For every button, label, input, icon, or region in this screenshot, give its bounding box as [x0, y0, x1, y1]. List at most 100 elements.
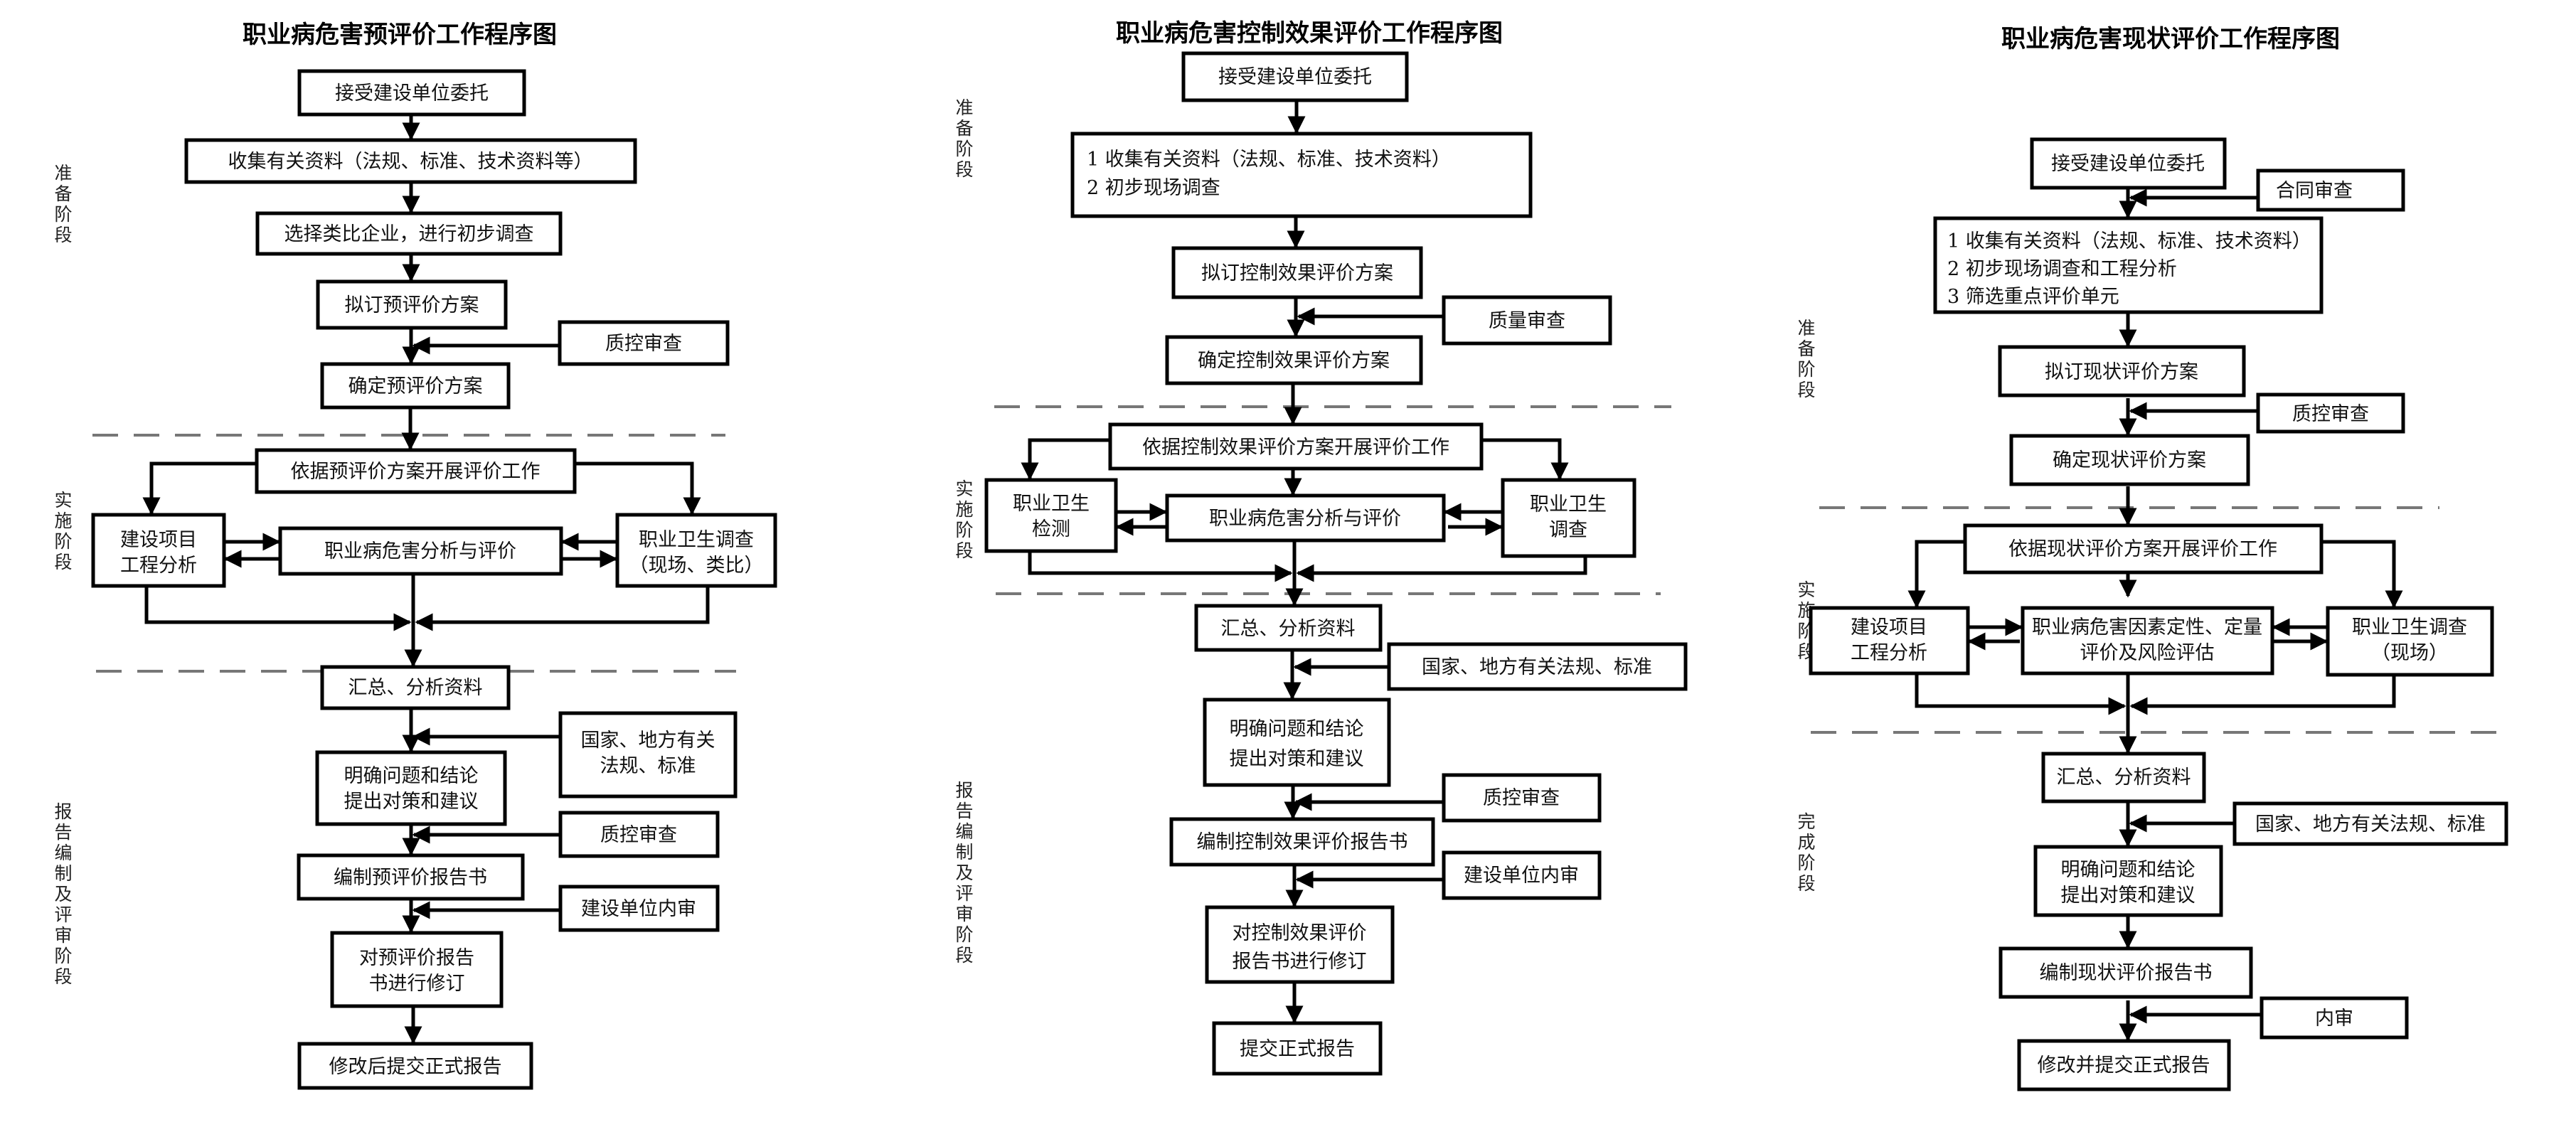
svg-text:质控审查: 质控审查: [2292, 403, 2369, 425]
stage-label-char: 及: [54, 884, 72, 904]
box-text-line: 报告书进行修订: [1233, 951, 1367, 973]
box-text-line: 对控制效果评价: [1233, 922, 1367, 944]
stage-label-char: 阶: [54, 204, 72, 225]
svg-text:建设单位内审: 建设单位内审: [581, 898, 696, 920]
stage-label-char: 段: [955, 945, 973, 966]
step-submit-report: 提交正式报告: [1212, 1021, 1383, 1076]
stage-label-char: 段: [54, 552, 72, 572]
stage-label-char: 制: [54, 863, 72, 884]
step-revise-report: 对预评价报告书进行修订: [330, 931, 504, 1008]
svg-text:收集有关资料（法规、标准、技术资料等）: 收集有关资料（法规、标准、技术资料等）: [228, 151, 593, 173]
step-internal-review: 内审: [2260, 996, 2409, 1040]
svg-text:修改后提交正式报告: 修改后提交正式报告: [329, 1056, 502, 1078]
svg-text:职业卫生检测: 职业卫生检测: [1013, 493, 1090, 540]
step-internal-review: 建设单位内审: [558, 885, 720, 932]
stage-label-char: 阶: [1797, 359, 1815, 380]
box-text-line: 法规、标准: [600, 755, 696, 777]
box-text-line: 调查: [1549, 519, 1587, 541]
box-text-line: 提出对策和建议: [1230, 748, 1364, 770]
arrow-branch-right: [575, 461, 701, 516]
step-quality-review: 质量审查: [1442, 295, 1612, 346]
step-hygiene-survey: 职业卫生调查（现场）: [2326, 606, 2494, 677]
stage-label-char: 告: [955, 801, 973, 821]
step-qc-review: 质控审查: [558, 320, 730, 366]
stage-label-char: 段: [54, 225, 72, 245]
box-text-line: 工程分析: [120, 555, 197, 577]
svg-text:国家、地方有关法规、标准: 国家、地方有关法规、标准: [581, 730, 715, 777]
svg-text:职业卫生调查: 职业卫生调查: [1530, 493, 1607, 541]
svg-text:接受建设单位委托: 接受建设单位委托: [1218, 66, 1372, 88]
step-compile-report: 编制现状评价报告书: [1998, 946, 2253, 999]
stage-label-char: 报: [955, 780, 973, 801]
stage-label-char: 报: [54, 801, 72, 822]
step-qc-review: 质控审查: [558, 811, 720, 858]
svg-text:职业病危害因素定性、定量评价及风险评估: 职业病危害因素定性、定量评价及风险评估: [2032, 616, 2262, 664]
stage-label-report: 报告编制及评审阶段: [955, 780, 973, 966]
step-summarize-data: 汇总、分析资料: [320, 665, 511, 710]
stage-label-char: 评: [955, 883, 973, 904]
svg-text:明确问题和结论提出对策和建议: 明确问题和结论提出对策和建议: [1230, 718, 1364, 770]
svg-text:职业病危害分析与评价: 职业病危害分析与评价: [1209, 508, 1401, 530]
svg-text:拟订控制效果评价方案: 拟订控制效果评价方案: [1201, 262, 1393, 284]
svg-text:依据现状评价方案开展评价工作: 依据现状评价方案开展评价工作: [2008, 538, 2277, 560]
arrow-merge-right: [2129, 675, 2396, 715]
stage-label-char: 审: [54, 925, 72, 946]
arrow-merge-right: [1296, 556, 1587, 582]
box-text-line: 2 初步现场调查和工程分析: [1947, 258, 2177, 280]
step-hazard-analysis: 职业病危害分析与评价: [278, 526, 563, 576]
box-text-line: 职业卫生调查: [2352, 616, 2467, 639]
box-text-line: 书进行修订: [369, 973, 465, 995]
step-draft-plan: 拟订预评价方案: [316, 279, 508, 330]
stage-label-prepare: 准备阶段: [1797, 318, 1815, 400]
svg-text:确定预评价方案: 确定预评价方案: [348, 375, 483, 397]
box-text-line: 1 收集有关资料（法规、标准、技术资料）: [1947, 230, 2311, 252]
stage-label-char: 制: [955, 842, 973, 862]
arrow-merge-left: [144, 586, 412, 631]
step-compile-report: 编制控制效果评价报告书: [1169, 817, 1435, 867]
stage-label-report: 报告编制及评审阶段: [54, 801, 72, 987]
step-submit-report: 修改并提交正式报告: [2017, 1039, 2231, 1091]
svg-text:职业卫生调查（现场）: 职业卫生调查（现场）: [2352, 616, 2467, 664]
svg-text:职业卫生调查（现场、类比）: 职业卫生调查（现场、类比）: [629, 529, 764, 577]
svg-text:对控制效果评价报告书进行修订: 对控制效果评价报告书进行修订: [1233, 922, 1367, 973]
stage-label-char: 成: [1797, 832, 1815, 853]
stage-label-char: 实: [1797, 579, 1815, 600]
box-text-line: 明确问题和结论: [1230, 718, 1364, 740]
box-text-line: 明确问题和结论: [344, 765, 479, 787]
chart-title: 职业病危害现状评价工作程序图: [2001, 25, 2340, 53]
stage-label-char: 准: [955, 97, 973, 118]
svg-text:接受建设单位委托: 接受建设单位委托: [335, 82, 489, 105]
svg-text:国家、地方有关法规、标准: 国家、地方有关法规、标准: [1422, 656, 1652, 678]
step-draft-plan: 拟订控制效果评价方案: [1171, 246, 1423, 299]
chart-title: 职业病危害控制效果评价工作程序图: [1116, 19, 1503, 48]
svg-text:修改并提交正式报告: 修改并提交正式报告: [2038, 1054, 2210, 1077]
svg-text:质量审查: 质量审查: [1489, 310, 1565, 332]
step-execute-evaluation: 依据控制效果评价方案开展评价工作: [1108, 422, 1484, 471]
stage-label-char: 备: [955, 118, 973, 139]
svg-text:1 收集有关资料（法规、标准、技术资料）2 初步现场调查: 1 收集有关资料（法规、标准、技术资料）2 初步现场调查: [1087, 149, 1451, 199]
svg-text:拟订预评价方案: 拟订预评价方案: [345, 294, 479, 316]
chart-status-evaluation: 职业病危害现状评价工作程序图 准备阶段 实施阶段 完成阶段 接受建设单位委托 合…: [1797, 25, 2511, 1091]
chart-control-effect-evaluation: 职业病危害控制效果评价工作程序图 准备阶段 实施阶段 报告编制及评审阶段 接受建…: [955, 19, 1688, 1076]
svg-text:质控审查: 质控审查: [605, 333, 682, 355]
svg-text:汇总、分析资料: 汇总、分析资料: [2057, 767, 2191, 789]
stage-label-char: 阶: [54, 531, 72, 552]
arrow-merge-left: [1028, 551, 1293, 582]
step-conclusions: 明确问题和结论提出对策和建议: [315, 750, 507, 826]
svg-text:建设项目工程分析: 建设项目工程分析: [120, 529, 197, 577]
stage-label-char: 备: [1797, 338, 1815, 359]
step-execute-evaluation: 依据预评价方案开展评价工作: [255, 448, 577, 494]
stage-label-char: 及: [955, 862, 973, 883]
box-text-line: 2 初步现场调查: [1087, 177, 1220, 199]
stage-label-char: 段: [955, 540, 973, 561]
arrow-branch-left: [1907, 540, 1965, 609]
svg-text:建设单位内审: 建设单位内审: [1464, 865, 1579, 887]
box-text-line: 工程分析: [1851, 642, 1927, 664]
box-text-line: 职业卫生调查: [639, 529, 754, 551]
step-compile-report: 编制预评价报告书: [297, 853, 525, 901]
svg-text:确定控制效果评价方案: 确定控制效果评价方案: [1198, 350, 1390, 372]
box-text-line: 提出对策和建议: [344, 791, 479, 813]
box-text-line: 建设项目: [120, 529, 197, 551]
svg-text:汇总、分析资料: 汇总、分析资料: [348, 677, 483, 699]
